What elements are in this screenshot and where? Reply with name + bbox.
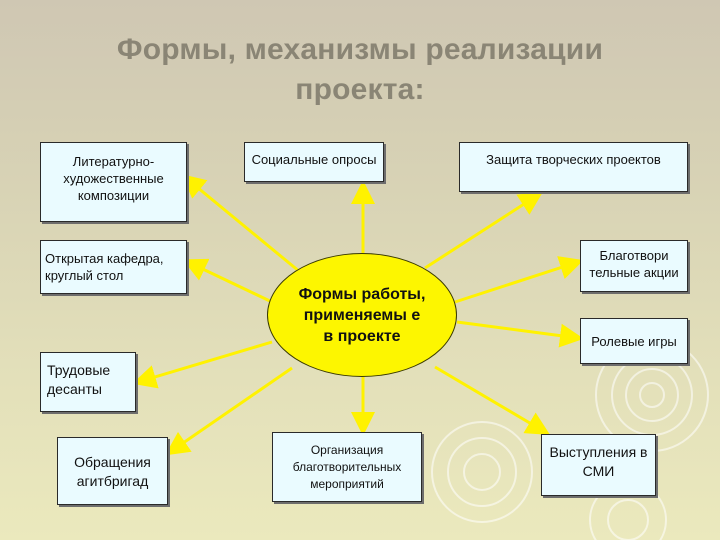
edge-role <box>456 320 584 348</box>
edge-protect <box>424 191 544 270</box>
node-lit: Литературно-художественные композиции <box>40 142 187 222</box>
title-line-1: Формы, механизмы реализации <box>116 33 604 66</box>
edge-dept <box>182 258 273 304</box>
slide-title: Формы, механизмы реализации проекта: <box>60 30 660 110</box>
node-label: Трудовые десанты <box>47 362 111 397</box>
node-media: Выступления в СМИ <box>541 434 656 496</box>
edge-charity <box>454 256 584 304</box>
node-label: Выступления в СМИ <box>549 444 648 479</box>
node-labor: Трудовые десанты <box>40 352 136 412</box>
node-dept: Открытая кафедра, круглый стол <box>40 240 187 294</box>
title-line-2: проекта: <box>295 73 425 106</box>
node-label: Защита творческих проектов <box>486 152 661 167</box>
node-survey: Социальные опросы <box>244 142 384 182</box>
node-label: Социальные опросы <box>251 152 377 167</box>
node-label: Благотвори тельные акции <box>589 248 679 280</box>
center-node: Формы работы, применяемы е в проекте <box>267 253 457 377</box>
node-label: Организация благотворительных мероприяти… <box>292 443 402 491</box>
edge-media <box>434 365 551 436</box>
edge-labor <box>132 340 273 389</box>
node-label: Литературно-художественные композиции <box>63 154 164 203</box>
node-org: Организация благотворительных мероприяти… <box>272 432 422 502</box>
node-label: Ролевые игры <box>591 334 677 349</box>
node-label: Открытая кафедра, круглый стол <box>45 251 164 283</box>
node-role: Ролевые игры <box>580 318 688 364</box>
edge-lit <box>181 174 301 274</box>
center-label: Формы работы, применяемы е в проекте <box>298 285 426 345</box>
node-agit: Обращения агитбригад <box>57 437 168 505</box>
node-charity: Благотвори тельные акции <box>580 240 688 292</box>
node-label: Обращения агитбригад <box>74 454 151 489</box>
node-protect: Защита творческих проектов <box>459 142 688 192</box>
edge-agit <box>165 366 293 456</box>
